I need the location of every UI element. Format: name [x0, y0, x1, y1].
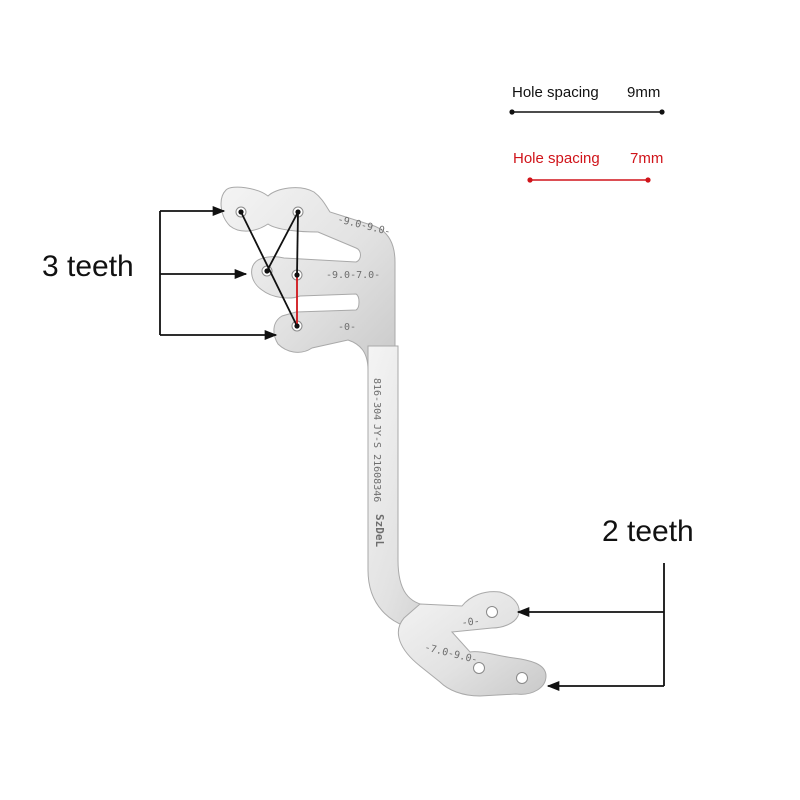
- spacing-line-9mm-cross: [266, 211, 299, 272]
- steel-plate: -9.0-9.0- -9.0-7.0- -0- 816-304 JY-S 216…: [220, 186, 547, 697]
- legend-9mm-label: Hole spacing: [512, 84, 599, 101]
- engraving-shaft-line2: JY-S 21608346: [371, 424, 382, 502]
- engraving-brand: SzDeL: [373, 514, 386, 547]
- plate-foot: [398, 591, 547, 697]
- engraving-foot-upper: -0-: [461, 616, 480, 629]
- callout-3-teeth: 3 teeth: [42, 205, 278, 341]
- legend-7mm-label: Hole spacing: [513, 150, 600, 167]
- callout-2-teeth: 2 teeth: [516, 515, 694, 692]
- engraving-shaft-line1: 816-304: [371, 378, 382, 420]
- spacing-dot: [294, 323, 300, 329]
- legend-7mm-dot-left: [527, 177, 533, 183]
- hole-foot-upper: [486, 606, 498, 618]
- hole-foot-lower-right: [516, 672, 528, 684]
- hole-foot-lower-left: [473, 662, 485, 674]
- plate-head: [220, 186, 396, 371]
- engraving-bottom-row: -0-: [338, 322, 356, 333]
- callout-2-teeth-label: 2 teeth: [602, 515, 694, 548]
- legend-7mm-dot-right: [645, 177, 651, 183]
- spacing-dot: [295, 209, 301, 215]
- spacing-dot: [238, 209, 244, 215]
- legend-7mm-value: 7mm: [630, 150, 663, 167]
- callout-3-teeth-label: 3 teeth: [42, 250, 134, 283]
- spacing-dot: [264, 268, 270, 274]
- spacing-lines: [238, 209, 301, 329]
- engraving-middle-row: -9.0-7.0-: [326, 270, 380, 281]
- legend-9mm-value: 9mm: [627, 84, 660, 101]
- legend: Hole spacing 9mm Hole spacing 7mm: [509, 84, 665, 183]
- spacing-dot: [294, 272, 300, 278]
- legend-9mm-dot-right: [659, 109, 665, 115]
- spacing-line-9mm-vertical: [296, 211, 299, 276]
- legend-9mm-dot-left: [509, 109, 515, 115]
